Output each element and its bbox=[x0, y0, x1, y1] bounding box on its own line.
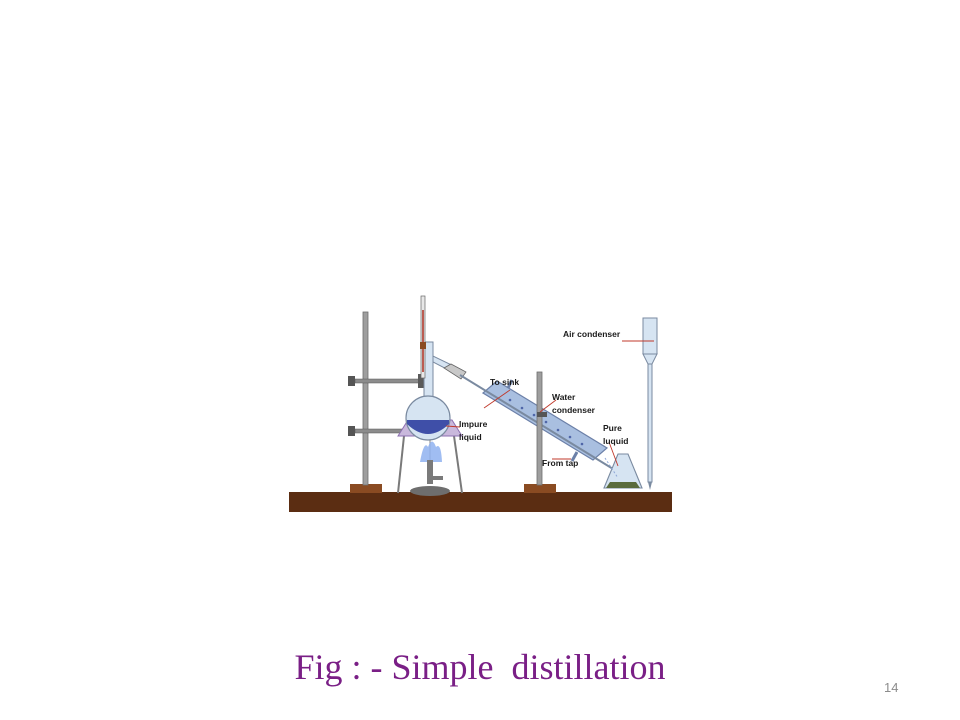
condenser-water-markings bbox=[508, 398, 584, 446]
label-from-tap: From tap bbox=[542, 458, 578, 468]
distillation-flask bbox=[405, 341, 451, 441]
label-to-sink: To sink bbox=[490, 377, 519, 387]
label-pure-liquid-line1: Pure bbox=[603, 423, 622, 433]
page-number: 14 bbox=[884, 680, 899, 695]
right-retort-stand bbox=[524, 371, 556, 493]
lab-bench bbox=[289, 492, 672, 512]
label-air-condenser: Air condenser bbox=[563, 329, 621, 339]
label-impure-liquid-line1: Impure bbox=[459, 419, 488, 429]
thermometer bbox=[420, 295, 426, 379]
figure-caption: Fig : - Simple distillation bbox=[294, 647, 666, 687]
label-water-condenser-line2: condenser bbox=[552, 405, 596, 415]
water-inlet bbox=[570, 451, 579, 462]
bunsen-burner bbox=[410, 441, 450, 496]
label-pure-liquid-line2: luquid bbox=[603, 436, 629, 446]
water-condenser bbox=[481, 380, 609, 461]
label-pointers bbox=[445, 340, 654, 467]
label-water-condenser-line1: Water bbox=[552, 392, 576, 402]
receiving-flask bbox=[603, 453, 643, 489]
water-outlet bbox=[506, 379, 514, 389]
air-condenser-tube bbox=[642, 317, 658, 490]
label-impure-liquid-line2: liquid bbox=[459, 432, 482, 442]
